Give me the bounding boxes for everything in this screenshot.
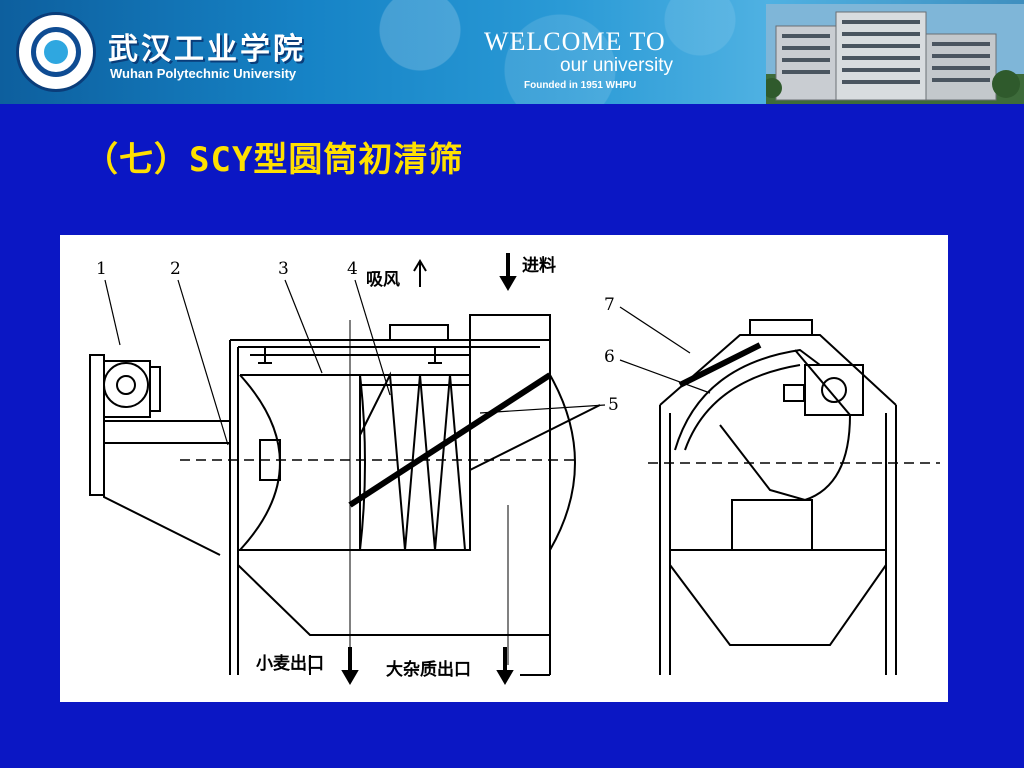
university-name-cn: 武汉工业学院 (108, 32, 306, 67)
our-university-text: our university (560, 55, 673, 76)
logo-emblem (31, 27, 81, 77)
part-label-1: 1 (96, 259, 107, 279)
slide-title: （七）SCY型圆筒初清筛 (84, 140, 464, 180)
part-label-6: 6 (604, 347, 615, 367)
university-logo-icon (16, 12, 96, 92)
part-label-3: 3 (278, 259, 289, 279)
university-name-en: Wuhan Polytechnic University (110, 66, 297, 81)
part-label-5: 5 (608, 395, 619, 415)
part-label-7: 7 (604, 295, 615, 315)
impurity-outlet-label: 大杂质出口 (386, 660, 471, 680)
suction-label: 吸风 (366, 270, 400, 290)
part-label-4: 4 (347, 259, 358, 279)
diagram-drawing (89, 253, 940, 685)
wheat-outlet-label: 小麦出口 (256, 654, 324, 674)
founded-text: Founded in 1951 WHPU (524, 80, 637, 91)
welcome-text: WELCOME TO (484, 27, 666, 56)
scy-sieve-diagram: 1 2 3 4 5 6 7 吸风 进料 小麦出口 大杂质出口 (60, 235, 948, 702)
header-banner: 武汉工业学院 Wuhan Polytechnic University WELC… (0, 0, 1024, 104)
part-label-2: 2 (170, 259, 181, 279)
campus-building-image (766, 4, 1024, 104)
feed-label: 进料 (522, 256, 556, 276)
